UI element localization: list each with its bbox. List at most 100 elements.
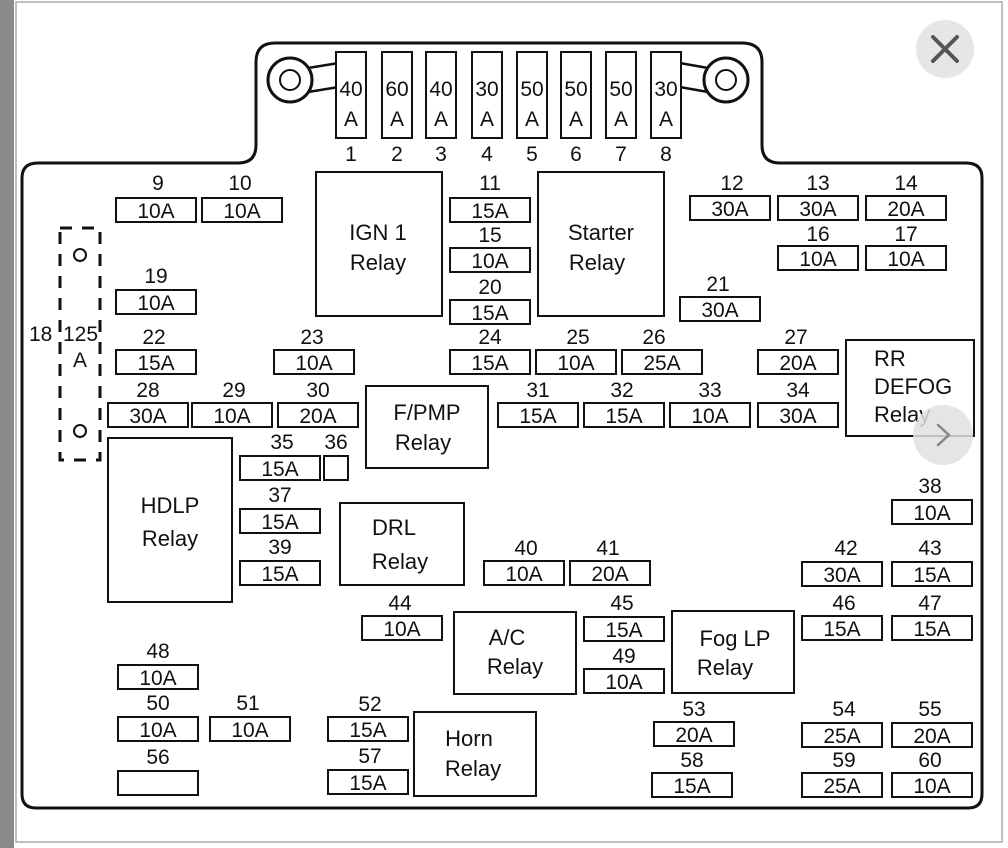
left-frame-edge: [0, 0, 14, 848]
svg-text:15A: 15A: [519, 405, 556, 428]
svg-text:15: 15: [478, 224, 501, 247]
svg-text:20A: 20A: [675, 724, 712, 747]
svg-text:55: 55: [918, 698, 941, 721]
svg-text:40: 40: [339, 78, 362, 101]
svg-text:38: 38: [918, 475, 941, 498]
svg-text:Relay: Relay: [372, 549, 428, 574]
svg-text:11: 11: [479, 172, 501, 195]
svg-text:15A: 15A: [913, 564, 950, 587]
svg-text:Relay: Relay: [697, 655, 753, 680]
svg-text:7: 7: [615, 143, 627, 166]
svg-text:Horn: Horn: [445, 726, 493, 751]
svg-text:25A: 25A: [643, 352, 680, 375]
svg-text:A: A: [480, 108, 494, 131]
svg-text:Relay: Relay: [350, 250, 406, 275]
svg-text:10A: 10A: [691, 405, 728, 428]
svg-text:50: 50: [564, 78, 587, 101]
svg-text:15A: 15A: [261, 511, 298, 534]
close-button[interactable]: [916, 20, 974, 78]
svg-text:Relay: Relay: [142, 526, 198, 551]
top-fuse-8: 30 A 8: [650, 51, 682, 166]
svg-text:22: 22: [142, 326, 165, 349]
top-fuse-3: 40 A 3: [425, 51, 457, 166]
svg-text:15A: 15A: [471, 302, 508, 325]
svg-text:41: 41: [596, 537, 619, 560]
svg-text:30A: 30A: [799, 198, 836, 221]
svg-text:3: 3: [435, 143, 447, 166]
svg-text:10A: 10A: [137, 200, 174, 223]
fuse-36: 36: [323, 431, 349, 481]
close-icon: [931, 35, 959, 63]
svg-text:12: 12: [720, 172, 743, 195]
next-image-button[interactable]: [913, 405, 973, 465]
svg-text:Relay: Relay: [445, 756, 501, 781]
svg-text:25A: 25A: [823, 725, 860, 748]
svg-text:2: 2: [391, 143, 403, 166]
svg-text:Relay: Relay: [569, 250, 625, 275]
relay-ign1: IGN 1 Relay: [315, 171, 443, 317]
svg-text:A/C: A/C: [489, 625, 526, 650]
svg-text:57: 57: [358, 745, 381, 768]
svg-text:17: 17: [894, 223, 917, 246]
svg-text:10A: 10A: [223, 200, 260, 223]
svg-text:56: 56: [146, 746, 169, 769]
svg-text:1: 1: [345, 143, 357, 166]
svg-text:42: 42: [834, 537, 857, 560]
svg-text:10A: 10A: [231, 719, 268, 742]
svg-text:30A: 30A: [711, 198, 748, 221]
svg-text:15A: 15A: [605, 619, 642, 642]
svg-text:15A: 15A: [913, 618, 950, 641]
svg-text:30A: 30A: [779, 405, 816, 428]
svg-text:19: 19: [144, 265, 167, 288]
svg-text:51: 51: [236, 692, 259, 715]
svg-text:50: 50: [609, 78, 632, 101]
top-fuse-2: 60 A 2: [381, 51, 413, 166]
svg-text:10A: 10A: [557, 352, 594, 375]
svg-text:HDLP: HDLP: [141, 493, 200, 518]
svg-text:48: 48: [146, 640, 169, 663]
svg-text:25A: 25A: [823, 775, 860, 798]
svg-text:35: 35: [270, 431, 293, 454]
svg-text:29: 29: [222, 379, 245, 402]
svg-text:39: 39: [268, 536, 291, 559]
svg-text:40: 40: [514, 537, 537, 560]
svg-text:10A: 10A: [139, 719, 176, 742]
svg-text:31: 31: [526, 379, 549, 402]
svg-text:60: 60: [385, 78, 408, 101]
svg-text:47: 47: [918, 592, 941, 615]
svg-text:49: 49: [612, 645, 635, 668]
top-fuse-1: 40 A 1: [335, 51, 367, 166]
svg-text:20A: 20A: [299, 405, 336, 428]
svg-text:10A: 10A: [887, 248, 924, 271]
svg-text:10: 10: [228, 172, 251, 195]
svg-text:15A: 15A: [261, 563, 298, 586]
relay-drl: DRL Relay: [339, 502, 465, 586]
svg-text:15A: 15A: [349, 719, 386, 742]
top-fuse-7: 50 A 7: [605, 51, 637, 166]
svg-text:30: 30: [306, 379, 329, 402]
svg-text:13: 13: [806, 172, 829, 195]
svg-text:6: 6: [570, 143, 582, 166]
